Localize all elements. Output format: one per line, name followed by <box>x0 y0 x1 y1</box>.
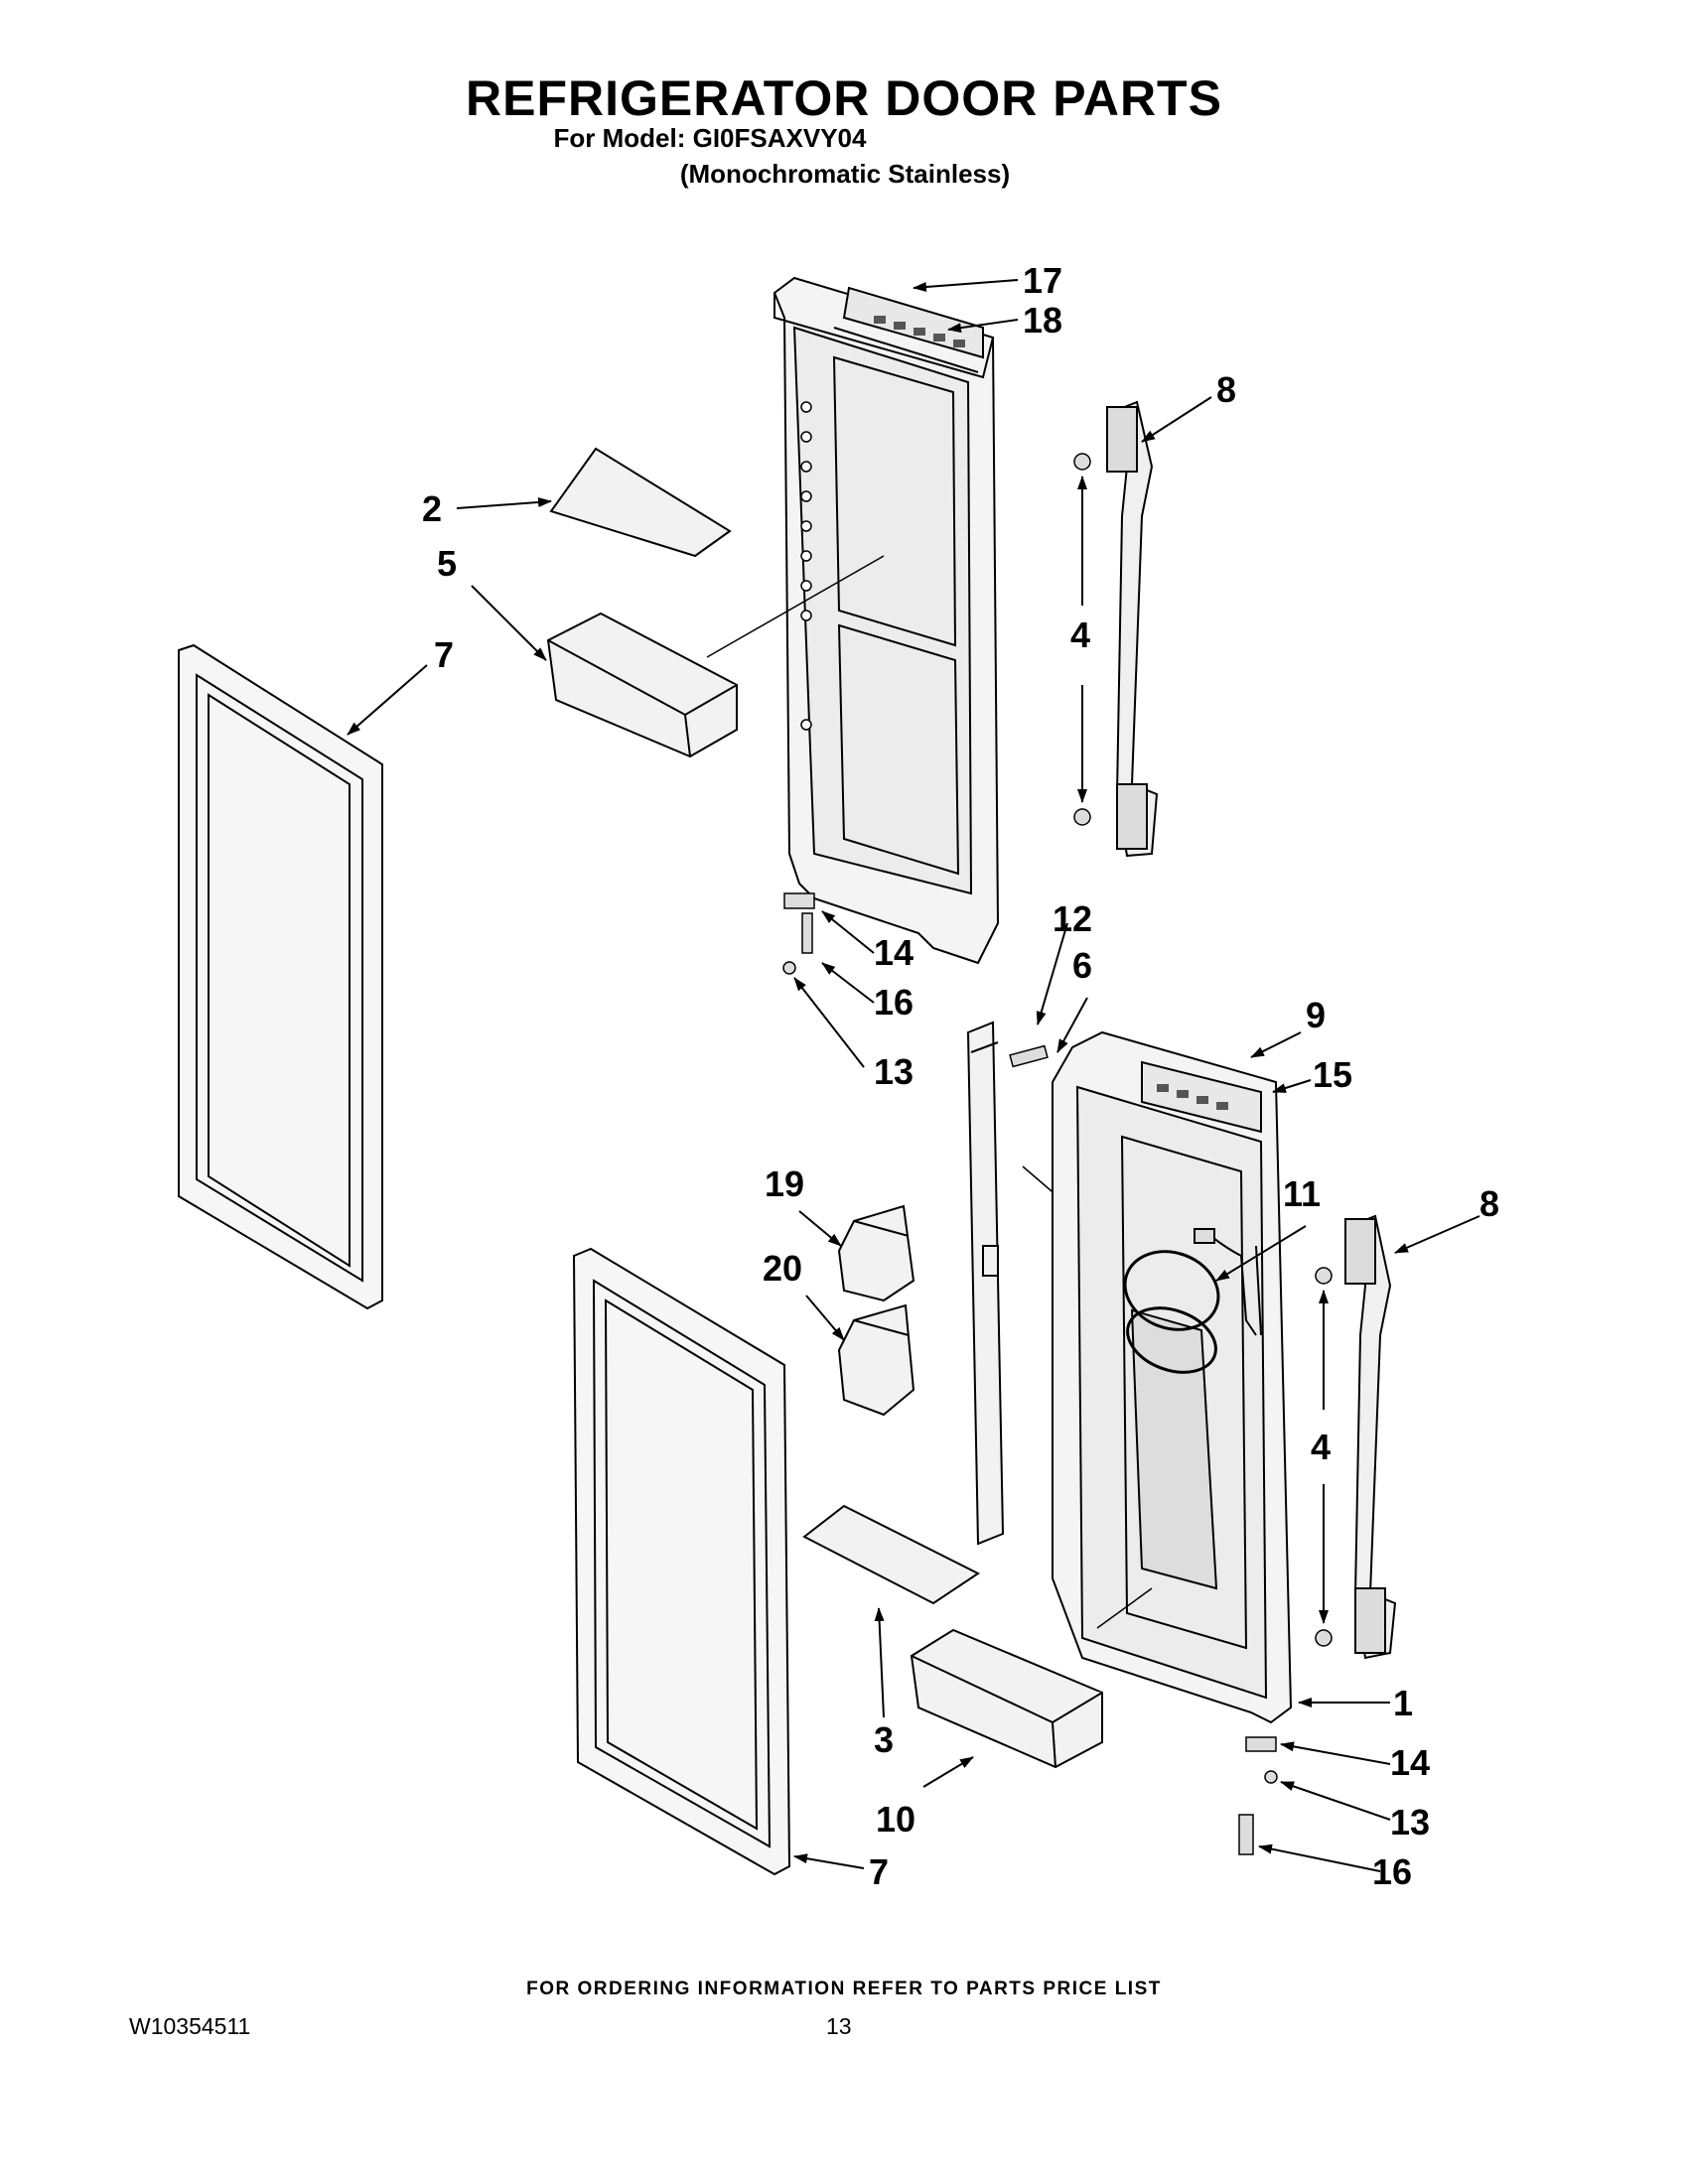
ice-chute-seal <box>1123 1250 1220 1374</box>
upper-hinge-hardware <box>782 892 815 975</box>
lower-handle-screws <box>1315 1267 1333 1647</box>
callout-label: 15 <box>1313 1054 1352 1095</box>
callout-label: 1 <box>1393 1683 1413 1723</box>
callout-label: 18 <box>1023 300 1062 341</box>
upper-door-gasket <box>178 643 383 1310</box>
callout-label: 12 <box>1053 898 1092 939</box>
lower-door-handle <box>1344 1214 1397 1660</box>
callout-label: 4 <box>1311 1427 1331 1467</box>
small-door-bin-lower <box>837 1303 915 1417</box>
upper-handle-screws <box>1073 453 1091 826</box>
callout-label: 7 <box>434 634 454 675</box>
callout-labels: 17 18 8 2 5 7 4 12 6 14 16 13 9 15 19 20… <box>422 260 1499 1892</box>
callout-label: 7 <box>869 1851 889 1892</box>
callout-label: 13 <box>874 1051 914 1092</box>
callout-label: 8 <box>1216 369 1236 410</box>
callout-label: 3 <box>874 1719 894 1760</box>
callout-label: 14 <box>1390 1742 1430 1783</box>
door-trim-strip <box>966 1021 1005 1546</box>
callout-leaders <box>347 279 1480 1872</box>
callout-label: 19 <box>765 1163 804 1204</box>
callout-label: 10 <box>876 1799 915 1840</box>
upper-door-handle <box>1106 400 1159 858</box>
upper-door-liner <box>773 276 1000 965</box>
callout-label: 11 <box>1283 1173 1321 1214</box>
shelf-tray <box>549 447 732 558</box>
callout-label: 17 <box>1023 260 1062 301</box>
callout-label: 13 <box>1390 1802 1430 1843</box>
callout-label: 6 <box>1072 945 1092 986</box>
lower-shelf-tray <box>802 1504 980 1605</box>
document-number: W10354511 <box>129 2013 251 2039</box>
upper-door-bin <box>546 612 738 758</box>
callout-label: 4 <box>1070 614 1090 655</box>
callout-label: 16 <box>1372 1851 1412 1892</box>
water-tube <box>1194 1228 1262 1336</box>
lower-door-liner <box>1052 1030 1293 1724</box>
door-screw <box>1009 1044 1049 1068</box>
finish-line: (Monochromatic Stainless) <box>679 159 1011 189</box>
callout-label: 20 <box>763 1248 802 1289</box>
callout-label: 16 <box>874 982 914 1023</box>
callout-label: 14 <box>874 932 914 973</box>
callout-label: 2 <box>422 488 442 529</box>
page-title: REFRIGERATOR DOOR PARTS <box>466 70 1222 126</box>
lower-door-bin <box>910 1628 1103 1769</box>
lower-door-gasket <box>572 1247 791 1876</box>
callout-label: 5 <box>437 543 457 584</box>
page-number: 13 <box>826 2013 852 2039</box>
lower-hinge-hardware <box>1238 1736 1278 1855</box>
callout-label: 9 <box>1306 995 1326 1035</box>
small-door-bin-upper <box>837 1204 915 1302</box>
callout-label: 8 <box>1479 1183 1499 1224</box>
model-line: For Model: GI0FSAXVY04 <box>553 123 867 153</box>
ordering-note: FOR ORDERING INFORMATION REFER TO PARTS … <box>526 1979 1162 1999</box>
